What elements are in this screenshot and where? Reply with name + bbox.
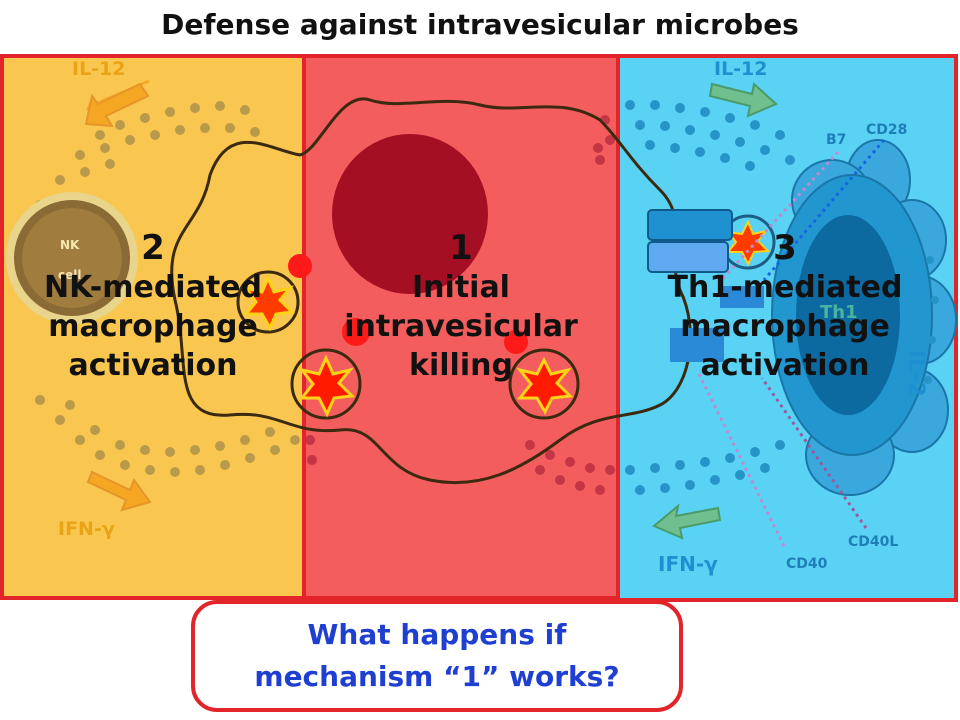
granules-yellow-left bbox=[35, 101, 300, 477]
mhc-receptor bbox=[647, 209, 733, 241]
cd40l-label: CD40L bbox=[848, 534, 899, 550]
phagosome-2 bbox=[290, 348, 362, 420]
red-vesicle bbox=[342, 318, 370, 346]
il12-label-right: IL-12 bbox=[714, 58, 768, 80]
mhc-receptor bbox=[647, 241, 729, 273]
il12-arrow-right bbox=[708, 82, 778, 118]
ifng-arrow-right bbox=[652, 503, 722, 540]
macrophage-nucleus bbox=[332, 134, 488, 294]
b7-receptor bbox=[720, 286, 764, 308]
panel-th1-number: 3 bbox=[773, 228, 797, 268]
phagosome-1 bbox=[236, 270, 300, 334]
panel-initial-label-line3: killing bbox=[409, 348, 513, 383]
panel-th1-caption: 3 Th1-mediated macrophage activation bbox=[630, 228, 940, 385]
panel-nk-caption: 2 NK-mediated macrophage activation bbox=[0, 228, 306, 385]
macrophage-membrane bbox=[170, 97, 692, 485]
cd40l-dotted-arrow bbox=[760, 377, 868, 529]
ifng-label-left: IFN-γ bbox=[58, 518, 115, 540]
ifng-arrow-left bbox=[86, 470, 152, 512]
question-line2: mechanism “1” works? bbox=[254, 660, 620, 693]
red-vesicle bbox=[504, 330, 528, 354]
panel-th1-label-line2: macrophage bbox=[680, 309, 890, 344]
phagosome-3 bbox=[508, 348, 580, 420]
panel-th1-label-line3: activation bbox=[700, 348, 870, 383]
ifng-label-right: IFN-γ bbox=[658, 552, 718, 576]
question-line1: What happens if bbox=[307, 618, 567, 651]
cd40-receptor bbox=[670, 328, 724, 362]
nk-cell-label-line1: NK bbox=[60, 238, 80, 252]
nk-cell-label-line2: cell bbox=[58, 268, 82, 282]
panel-initial-label-line1: Initial bbox=[412, 270, 510, 305]
cd40-label: CD40 bbox=[786, 556, 828, 572]
il12-arrow-left-body bbox=[84, 82, 150, 128]
granules-red-center bbox=[305, 115, 615, 495]
panel-nk-label-line2: macrophage bbox=[48, 309, 258, 344]
granules-blue-right bbox=[625, 100, 939, 495]
cd28-dotted-arrow bbox=[762, 139, 886, 281]
panel-initial-caption: 1 Initial intravesicular killing bbox=[306, 228, 616, 385]
nk-cell bbox=[6, 192, 138, 324]
panel-initial-label-line2: intravesicular bbox=[344, 309, 578, 344]
question-box: What happens if mechanism “1” works? bbox=[191, 600, 683, 712]
cd28-label: CD28 bbox=[866, 122, 908, 138]
th1-label: Th1 bbox=[820, 302, 858, 323]
cd40-dotted-arrow bbox=[696, 371, 786, 547]
red-vesicle bbox=[288, 254, 312, 278]
diagram-title: Defense against intravesicular microbes bbox=[161, 8, 799, 41]
panel-th1-label-line1: Th1-mediated bbox=[667, 270, 903, 305]
panel-nk-label-line1: NK-mediated bbox=[44, 270, 262, 305]
panel-nk-number: 2 bbox=[141, 228, 165, 268]
panel-nk-label-line3: activation bbox=[68, 348, 238, 383]
b7-label: B7 bbox=[826, 132, 847, 148]
il12-label-left: IL-12 bbox=[72, 58, 126, 80]
b7-dotted-arrow bbox=[714, 150, 840, 288]
panel-initial-number: 1 bbox=[449, 228, 473, 268]
